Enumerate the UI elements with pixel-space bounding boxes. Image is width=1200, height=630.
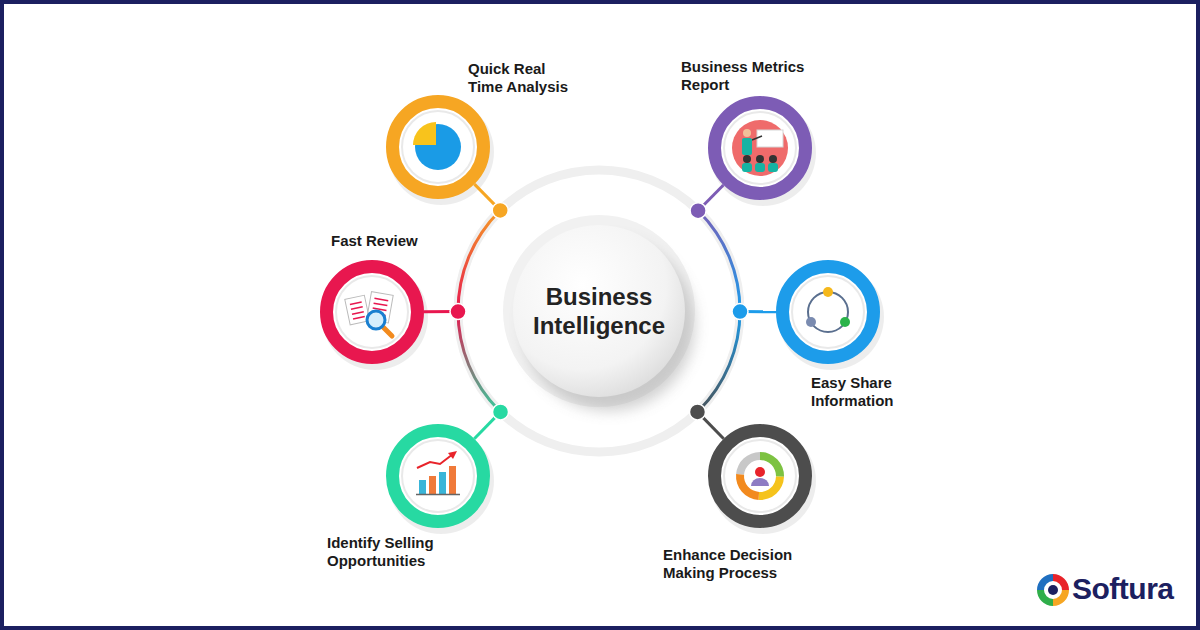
text-line bbox=[374, 298, 388, 300]
share-dot bbox=[806, 317, 816, 327]
magnifier-handle bbox=[382, 326, 392, 336]
audience-head bbox=[743, 155, 751, 163]
inner-ring bbox=[336, 276, 408, 348]
magnifier-lens bbox=[367, 311, 385, 329]
circle-shadow bbox=[322, 264, 428, 370]
inner-ring bbox=[724, 112, 796, 184]
logo-swirl bbox=[1037, 574, 1069, 606]
benefit-icon bbox=[345, 292, 393, 336]
bar bbox=[419, 480, 426, 494]
benefit-circle: Easy Share Information bbox=[776, 260, 880, 364]
trend-arrow bbox=[417, 454, 453, 468]
benefit-shape bbox=[708, 424, 812, 528]
board bbox=[757, 130, 783, 147]
ring-dot bbox=[689, 404, 705, 420]
brand-box: Softura bbox=[1072, 571, 1174, 607]
text-line bbox=[374, 303, 388, 305]
benefit-circle: Quick Real Time Analysis bbox=[386, 95, 490, 199]
benefit-shape bbox=[776, 260, 880, 364]
text-line bbox=[351, 307, 363, 309]
text-line bbox=[350, 302, 362, 304]
circle-shadow bbox=[710, 428, 816, 534]
person-head bbox=[755, 467, 765, 477]
share-dot bbox=[840, 317, 850, 327]
text-line bbox=[352, 312, 364, 314]
benefit-icon bbox=[732, 120, 788, 176]
benefit-circle: Fast Review bbox=[320, 260, 424, 364]
audience-head bbox=[769, 155, 777, 163]
circle-shadow bbox=[388, 99, 494, 205]
person-body bbox=[751, 478, 769, 486]
benefit-icon bbox=[413, 122, 461, 170]
axis bbox=[416, 494, 460, 496]
ring-dot bbox=[450, 304, 466, 320]
benefit-shape bbox=[386, 95, 490, 199]
inner-ring bbox=[724, 440, 796, 512]
color-ring bbox=[715, 103, 806, 194]
audience-body bbox=[768, 163, 778, 172]
ring-dot bbox=[492, 202, 508, 218]
benefit-label: Quick Real Time Analysis bbox=[468, 60, 578, 96]
color-ring bbox=[327, 267, 418, 358]
benefit-circle: Enhance Decision Making Process bbox=[708, 424, 812, 528]
benefit-label: Enhance Decision Making Process bbox=[663, 546, 813, 582]
benefit-shape bbox=[386, 424, 490, 528]
color-ring bbox=[783, 267, 874, 358]
benefit-shape bbox=[320, 260, 424, 364]
audience-body bbox=[755, 163, 765, 172]
ring-dot bbox=[493, 404, 509, 420]
pointer bbox=[752, 136, 762, 140]
brand-name: Softura bbox=[1072, 571, 1174, 607]
benefit-label: Fast Review bbox=[331, 232, 441, 250]
share-dot bbox=[823, 287, 833, 297]
audience-head bbox=[756, 155, 764, 163]
benefit-label: Business Metrics Report bbox=[681, 58, 821, 94]
pie-slice bbox=[413, 122, 436, 145]
icon-ground bbox=[732, 120, 788, 176]
presenter-body bbox=[742, 138, 752, 155]
outer-ring bbox=[458, 170, 740, 452]
color-ring bbox=[715, 431, 806, 522]
ring-dot bbox=[732, 304, 748, 320]
logo-core bbox=[1048, 585, 1058, 595]
benefit-label: Easy Share Information bbox=[811, 374, 921, 410]
inner-ring bbox=[402, 440, 474, 512]
ring-arc bbox=[456, 210, 500, 412]
hub-title: Business Intelligence bbox=[519, 282, 679, 340]
benefit-icon bbox=[416, 451, 460, 495]
circle-shadow bbox=[710, 100, 816, 206]
text-line bbox=[353, 317, 365, 319]
benefit-circle: Identify Selling Opportunities bbox=[386, 424, 490, 528]
arrow-head bbox=[448, 451, 457, 459]
bar bbox=[449, 466, 456, 494]
presenter-head bbox=[743, 129, 751, 137]
bar bbox=[439, 472, 446, 494]
color-ring bbox=[393, 431, 484, 522]
benefit-icon bbox=[806, 287, 850, 332]
benefit-icon bbox=[736, 452, 784, 500]
color-ring bbox=[393, 102, 484, 193]
bar bbox=[429, 476, 436, 494]
ring-dot bbox=[690, 203, 706, 219]
benefit-circle: Business Metrics Report bbox=[708, 96, 812, 200]
inner-ring bbox=[402, 111, 474, 183]
core-disc bbox=[513, 225, 685, 397]
gauge-face bbox=[745, 461, 775, 491]
benefit-label: Identify Selling Opportunities bbox=[327, 534, 457, 570]
benefit-shape bbox=[708, 96, 812, 200]
circle-shadow bbox=[778, 264, 884, 370]
circle-shadow bbox=[388, 428, 494, 534]
inner-ring bbox=[792, 276, 864, 348]
ring-arc bbox=[698, 210, 742, 412]
audience-body bbox=[742, 163, 752, 172]
